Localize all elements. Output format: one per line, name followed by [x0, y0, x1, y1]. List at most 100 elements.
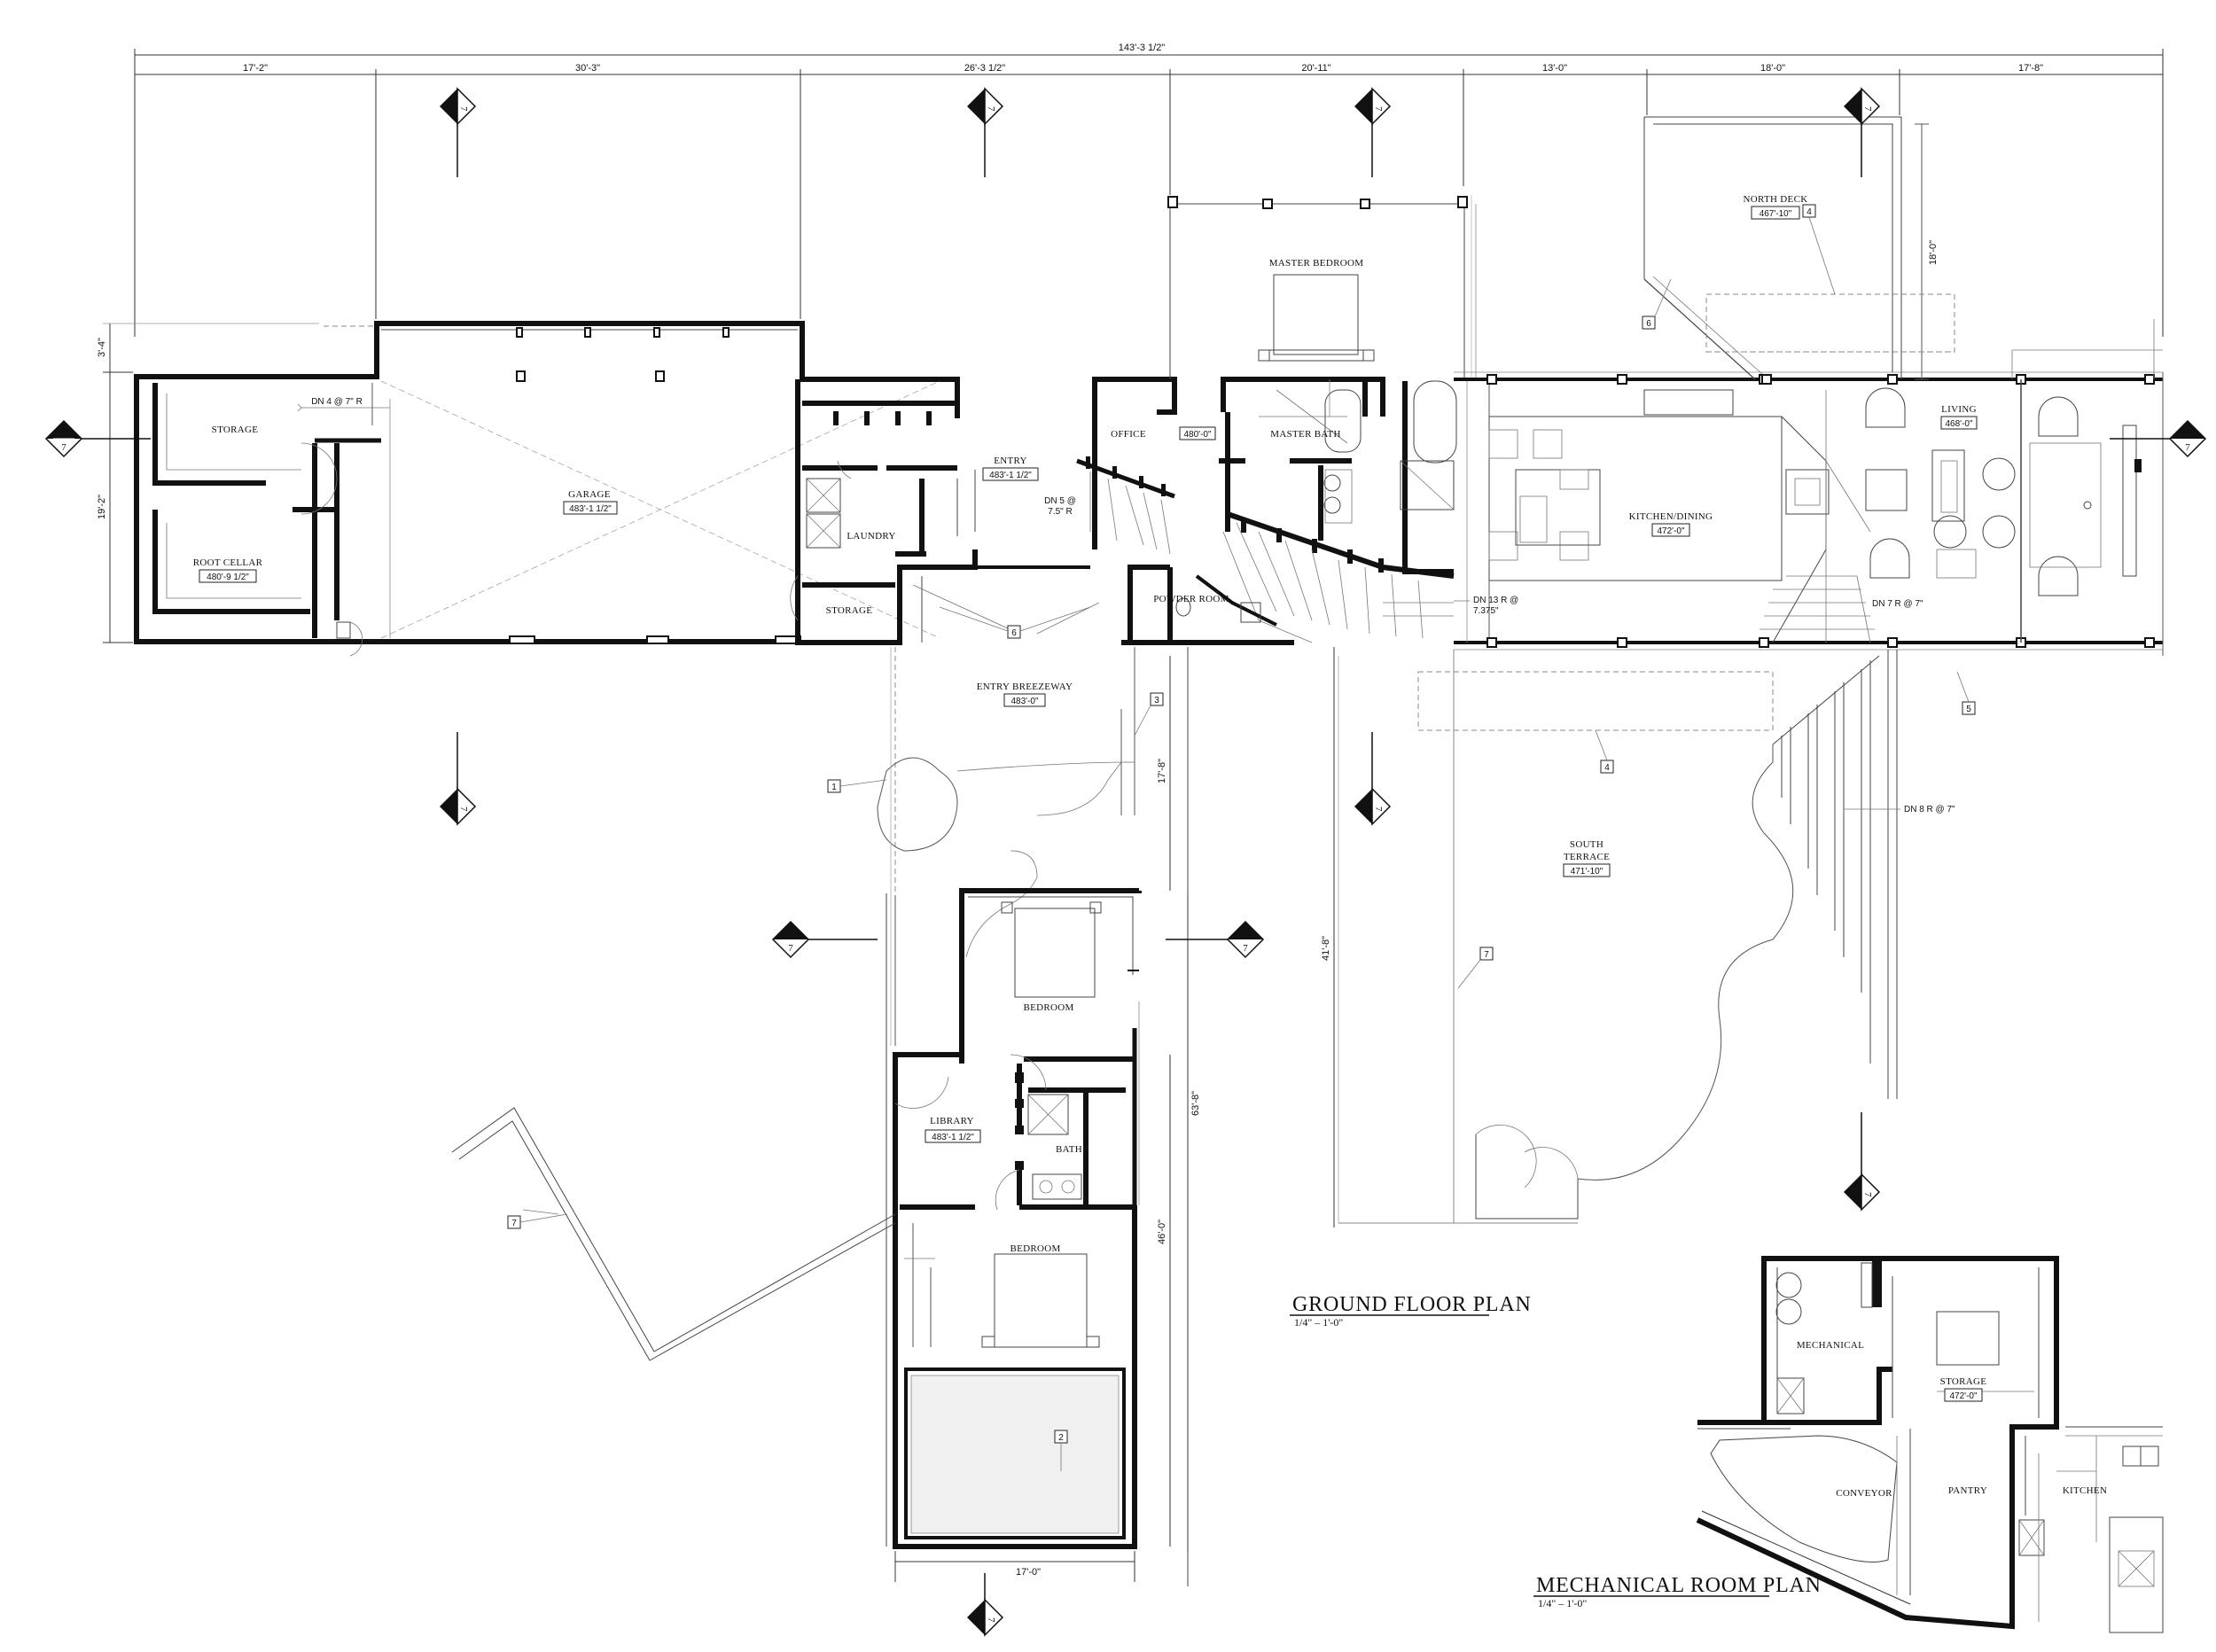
- svg-text:7: 7: [986, 1617, 996, 1623]
- south-terrace: [1338, 650, 1898, 1224]
- room-entry-breezeway: ENTRY BREEZEWAY: [977, 682, 1073, 692]
- dim-5: 13'-0": [1542, 63, 1567, 74]
- ground-floor-scale: 1/4" – 1'-0": [1294, 1316, 1343, 1329]
- elev-root-cellar: 480'-9 1/2": [207, 573, 249, 582]
- svg-text:D: D: [1361, 106, 1373, 114]
- section-marker-e-top: E 7: [1844, 87, 1881, 177]
- section-marker-c-bottom: C 7: [967, 1573, 1004, 1637]
- room-south-terrace-1: SOUTH: [1570, 839, 1603, 850]
- note-dn7: DN 7 R @ 7": [1872, 599, 1923, 609]
- svg-text:7: 7: [511, 1219, 517, 1228]
- room-entry: ENTRY: [994, 456, 1027, 466]
- svg-text:7: 7: [1484, 950, 1489, 960]
- keynote-5: 5: [1956, 671, 1976, 715]
- elev-kitchen-dining: 472'-0": [1657, 526, 1684, 536]
- svg-text:4: 4: [1604, 763, 1610, 773]
- note-dn8: DN 8 R @ 7": [1904, 805, 1955, 814]
- dim-bottom: 17'-0": [1016, 1567, 1041, 1578]
- note-dn4: DN 4 @ 7" R: [311, 397, 363, 407]
- svg-text:7: 7: [1862, 1192, 1873, 1197]
- keynote-1: 1: [827, 779, 887, 793]
- entry-laundry-block: [790, 379, 1100, 645]
- svg-text:2: 2: [1058, 1433, 1064, 1443]
- mech-room-conveyor: CONVEYOR: [1836, 1488, 1892, 1499]
- room-bedroom-upper: BEDROOM: [1023, 1002, 1073, 1013]
- section-marker-a-right: A 7: [2110, 419, 2207, 458]
- elev-living: 468'-0": [1945, 419, 1972, 429]
- elev-north-deck: 467'-10": [1760, 209, 1792, 219]
- keynote-6-entry: 6: [939, 606, 1091, 639]
- svg-text:7: 7: [986, 106, 996, 112]
- room-living: LIVING: [1941, 404, 1977, 415]
- svg-text:B: B: [446, 807, 458, 814]
- dim-wing-17-8: 17'-8": [1157, 759, 1167, 783]
- room-bedroom-lower: BEDROOM: [1010, 1243, 1060, 1254]
- elev-office: 480'-0": [1183, 430, 1211, 440]
- svg-text:7: 7: [2185, 442, 2190, 453]
- mech-room-mechanical: MECHANICAL: [1797, 1340, 1864, 1351]
- room-storage: STORAGE: [212, 425, 259, 435]
- keynote-2: 2: [1054, 1430, 1068, 1471]
- mech-room-storage: STORAGE: [1940, 1376, 1987, 1387]
- svg-text:6: 6: [1011, 628, 1017, 638]
- svg-text:7: 7: [1862, 106, 1873, 112]
- dim-left-top: 3'-4": [97, 338, 107, 357]
- dim-7: 17'-8": [2018, 63, 2043, 74]
- elev-south-terrace: 471'-10": [1571, 867, 1603, 877]
- stair-notes: DN 4 @ 7" R DN 5 @ 7.5" R DN 13 R @ 7.37…: [311, 397, 1955, 814]
- master-suite: [1076, 377, 1457, 645]
- keynote-6-deck: 6: [1642, 278, 1672, 330]
- section-marker-d-top: D 7: [1354, 87, 1392, 177]
- living-room: [1865, 319, 2164, 656]
- section-marker-f-left: F 7: [771, 920, 878, 959]
- svg-text:7: 7: [1373, 106, 1384, 112]
- svg-text:A: A: [2184, 425, 2192, 437]
- section-marker-e-bottom: E 7: [1844, 1112, 1881, 1212]
- keynote-4-south: 4: [1595, 729, 1614, 774]
- master-bedroom: [1167, 195, 1477, 381]
- dim-deck-depth: 18'-0": [1928, 240, 1939, 265]
- svg-text:F: F: [1243, 925, 1249, 938]
- bedroom-wing: 17'-0" 17'-8" 63'-8" 46'-0" 41'-8": [886, 647, 1335, 1582]
- dim-3: 26'-3 1/2": [964, 63, 1005, 74]
- retaining-wall: [451, 1107, 896, 1361]
- svg-text:7: 7: [458, 807, 469, 812]
- svg-text:E: E: [1850, 1192, 1862, 1198]
- svg-text:7: 7: [1243, 943, 1248, 954]
- north-deck: 18'-0": [1643, 116, 1955, 385]
- mechanical-room-plan-title: MECHANICAL ROOM PLAN: [1536, 1574, 1822, 1597]
- svg-text:3: 3: [1154, 696, 1159, 705]
- room-north-deck: NORTH DECK: [1744, 194, 1808, 205]
- svg-text:1: 1: [831, 783, 837, 792]
- note-dn13-line2: 7.375": [1473, 606, 1499, 616]
- elev-entry-breezeway: 483'-0": [1010, 697, 1038, 706]
- room-library: LIBRARY: [930, 1116, 974, 1126]
- room-laundry: LAUNDRY: [847, 531, 895, 542]
- section-marker-b-bottom: B 7: [440, 732, 477, 826]
- svg-text:C: C: [973, 1617, 986, 1625]
- elev-library: 483'-1 1/2": [932, 1133, 974, 1142]
- dim-left-main: 19'-2": [97, 495, 107, 519]
- room-labels: STORAGE ROOT CELLAR 480'-9 1/2" GARAGE 4…: [193, 194, 1978, 1254]
- svg-text:7: 7: [788, 943, 793, 954]
- keynote-7-terrace: 7: [1457, 947, 1494, 989]
- dim-overall: 143'-3 1/2": [1119, 43, 1166, 53]
- elev-entry: 483'-1 1/2": [989, 471, 1032, 480]
- dim-wing-46-0: 46'-0": [1157, 1220, 1167, 1244]
- keynote-7-wall: 7: [507, 1213, 568, 1229]
- svg-text:D: D: [1361, 807, 1373, 814]
- section-marker-c-top: C 7: [967, 87, 1004, 177]
- note-dn5-line2: 7.5" R: [1048, 507, 1072, 517]
- ground-floor-title: GROUND FLOOR PLAN 1/4" – 1'-0": [1290, 1293, 1531, 1329]
- svg-text:7: 7: [1373, 807, 1384, 812]
- svg-text:6: 6: [1646, 319, 1651, 329]
- room-garage: GARAGE: [568, 489, 611, 500]
- keynote-4-north: 4: [1802, 204, 1836, 295]
- section-marker-a-left: A 7: [44, 419, 151, 458]
- room-master-bedroom: MASTER BEDROOM: [1269, 258, 1364, 269]
- room-powder-room: POWDER ROOM: [1153, 594, 1229, 604]
- section-markers: A 7 A 7 B 7 B 7: [44, 87, 2207, 1637]
- svg-text:B: B: [446, 106, 458, 113]
- room-master-bath: MASTER BATH: [1270, 429, 1340, 440]
